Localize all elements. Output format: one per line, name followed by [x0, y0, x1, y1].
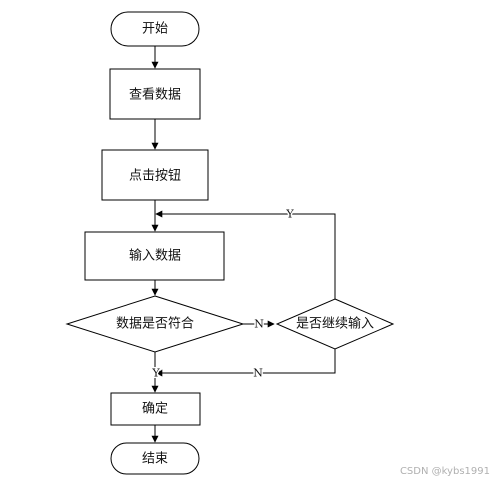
data-match-label: 数据是否符合: [116, 316, 194, 332]
input-data-label: 输入数据: [129, 248, 181, 264]
click-button-label: 点击按钮: [129, 169, 181, 184]
edge-continue-yes: [155, 210, 336, 299]
input-data-node: 输入数据: [84, 231, 225, 281]
edge-continue-no: [155, 349, 336, 377]
end-node: 结束: [110, 442, 200, 475]
match-no-label: N: [254, 318, 264, 331]
view-data-node: 查看数据: [109, 68, 201, 120]
click-button-node: 点击按钮: [101, 149, 209, 201]
match-yes-label: Y: [151, 367, 160, 380]
continue-input-label: 是否继续输入: [296, 316, 374, 332]
view-data-label: 查看数据: [129, 87, 181, 103]
end-label: 结束: [142, 452, 168, 467]
confirm-node: 确定: [110, 392, 201, 426]
continue-input-decision: 是否继续输入: [275, 298, 395, 350]
confirm-label: 确定: [142, 402, 168, 417]
start-node: 开始: [110, 11, 200, 47]
watermark-text: CSDN @kybs1991: [399, 466, 490, 477]
start-label: 开始: [142, 22, 168, 37]
continue-yes-label: Y: [285, 208, 294, 221]
continue-no-label: N: [253, 367, 263, 380]
data-match-decision: 数据是否符合: [65, 295, 245, 353]
